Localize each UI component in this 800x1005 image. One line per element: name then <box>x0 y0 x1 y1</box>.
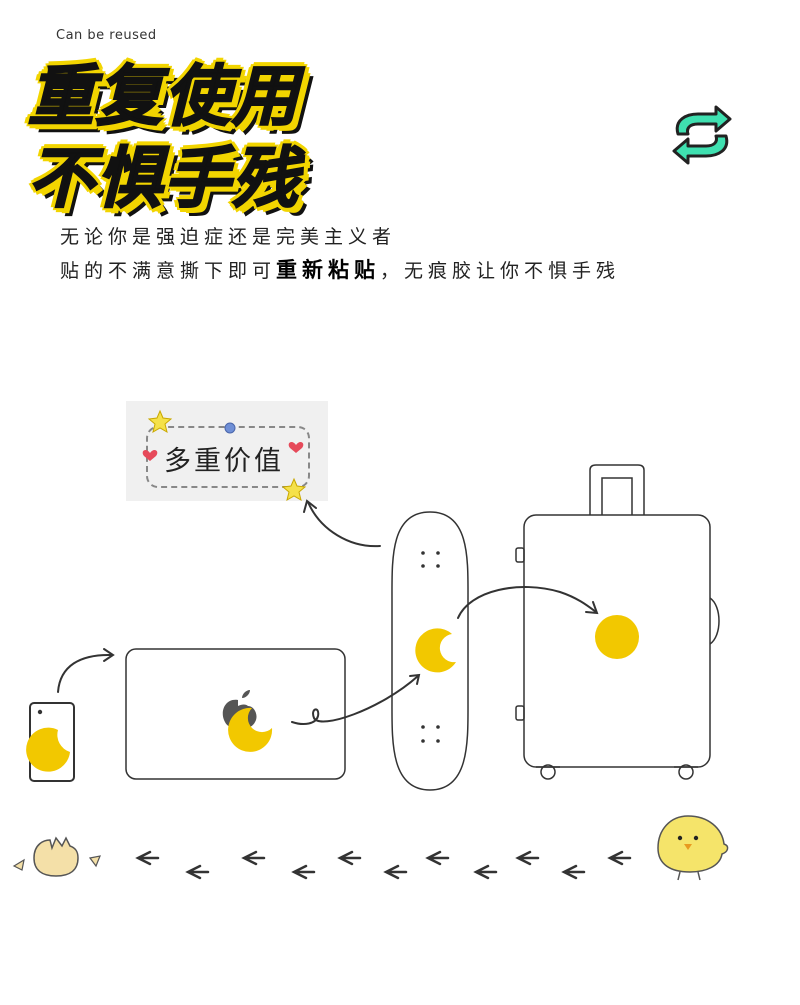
sticker-dot <box>228 707 273 752</box>
multi-value-badge: 多重价值 <box>126 401 328 501</box>
badge-label: 多重价值 <box>164 446 284 477</box>
description-emphasis: 重新粘贴 <box>276 258 381 282</box>
chick-icon <box>657 815 729 881</box>
star-icon <box>147 409 173 434</box>
heart-icon <box>142 449 158 461</box>
skateboard-outline <box>391 511 469 791</box>
tagline: Can be reused <box>56 28 157 43</box>
arrow <box>291 675 419 725</box>
sticker-dot <box>26 727 70 772</box>
eggshell-icon <box>12 836 101 877</box>
headline-line-1: 重复使用 <box>27 58 300 135</box>
reuse-cycle-icon <box>672 105 732 165</box>
star-icon <box>281 477 307 501</box>
description-line-2: 贴的不满意撕下即可重新粘贴，无痕胶让你不惧手残 <box>60 254 620 284</box>
badge-decorations <box>142 409 307 501</box>
arrow <box>57 653 113 693</box>
arrow <box>307 501 381 548</box>
sticker-dot <box>415 628 456 673</box>
description-text: ，无痕胶让你不惧手残 <box>380 260 621 282</box>
flower-icon <box>224 422 236 434</box>
footprints <box>135 850 632 880</box>
arrow <box>457 586 597 619</box>
sticker-dot <box>595 615 639 659</box>
heart-icon <box>288 441 304 453</box>
laptop-outline <box>125 648 346 780</box>
headline-line-2: 不惧手残 <box>27 140 300 217</box>
apple-logo-icon <box>222 690 257 728</box>
description-line-1: 无论你是强迫症还是完美主义者 <box>60 226 397 248</box>
description-text: 贴的不满意撕下即可 <box>60 260 277 282</box>
suitcase-outline <box>515 464 720 780</box>
